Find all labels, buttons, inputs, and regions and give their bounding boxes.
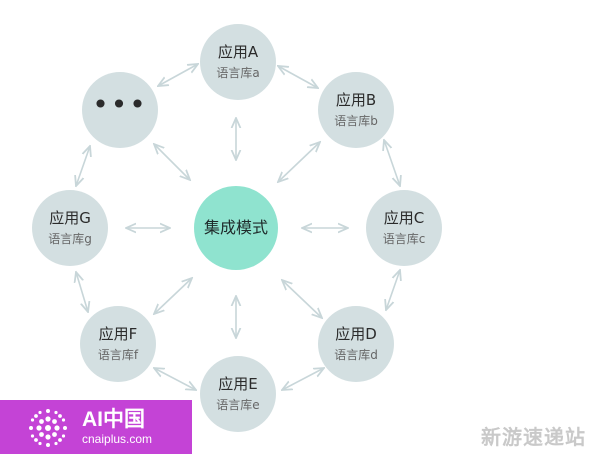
more-dots: ••• [92, 88, 148, 121]
node-app-b-sub: 语言库b [334, 114, 378, 128]
node-app-c: 应用C 语言库c [366, 190, 442, 266]
node-app-e-title: 应用E [218, 375, 258, 393]
node-more: ••• [82, 72, 158, 148]
arrow-a-b [278, 66, 318, 88]
node-app-g-title: 应用G [49, 209, 91, 227]
center-node-integration-mode: 集成模式 [194, 186, 278, 270]
node-app-d-sub: 语言库d [334, 348, 378, 362]
arrow-g-more [76, 146, 90, 186]
node-app-g: 应用G 语言库g [32, 190, 108, 266]
arrow-center-b [278, 142, 320, 182]
arrow-f-g [76, 272, 88, 312]
node-app-f: 应用F 语言库f [80, 306, 156, 382]
center-node-title: 集成模式 [203, 218, 268, 237]
node-app-f-sub: 语言库f [97, 348, 139, 362]
arrow-c-d [386, 270, 400, 310]
node-app-e: 应用E 语言库e [200, 356, 276, 432]
node-app-a-sub: 语言库a [216, 66, 260, 80]
watermark-text: 新游速递站 [481, 425, 586, 449]
arrow-center-more [154, 144, 190, 180]
dot-globe-logo-icon [29, 409, 67, 447]
node-app-b-title: 应用B [335, 91, 377, 109]
arrow-center-d [282, 280, 322, 318]
arrow-more-a [158, 64, 198, 86]
node-app-e-sub: 语言库e [216, 398, 260, 412]
node-app-d-title: 应用D [335, 325, 377, 343]
node-app-b: 应用B 语言库b [318, 72, 394, 148]
logo-name: AI中国 [82, 408, 145, 431]
arrow-e-f [154, 368, 196, 390]
node-app-a-title: 应用A [217, 43, 259, 61]
logo-url: cnaiplus.com [82, 432, 153, 446]
arrow-center-f [154, 278, 192, 314]
arrow-d-e [282, 368, 324, 390]
node-app-a: 应用A 语言库a [200, 24, 276, 100]
arrow-b-c [384, 140, 400, 186]
node-app-g-sub: 语言库g [48, 232, 92, 246]
node-app-d: 应用D 语言库d [318, 306, 394, 382]
node-app-c-sub: 语言库c [382, 232, 426, 246]
node-app-f-title: 应用F [98, 325, 138, 343]
node-app-c-title: 应用C [383, 209, 425, 227]
